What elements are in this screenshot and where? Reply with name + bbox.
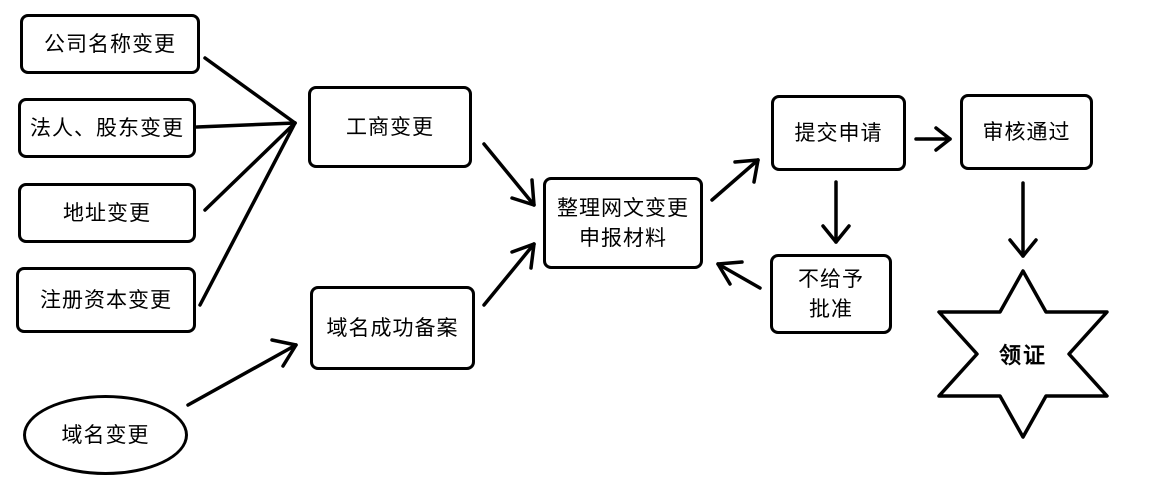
node-label: 域名变更 (61, 423, 150, 447)
node-label: 法人、股东变更 (30, 116, 184, 140)
node-receive-license: 领证 (933, 268, 1113, 440)
node-label: 审核通过 (982, 120, 1071, 144)
node-registered-capital-change: 注册资本变更 (16, 267, 196, 333)
arrowhead-rejected-materials (716, 260, 744, 286)
arrowhead-filing-materials (510, 242, 536, 270)
connector-name-to-business (203, 56, 297, 125)
node-label: 地址变更 (63, 201, 151, 225)
connector-capital-to-business (198, 121, 297, 307)
node-label: 注册资本变更 (40, 288, 172, 312)
arrow-domain-change-to-filing (186, 343, 298, 407)
arrow-rejected-to-materials (716, 262, 762, 290)
node-address-change: 地址变更 (18, 183, 196, 243)
node-domain-change: 域名变更 (23, 395, 188, 475)
node-label-line1: 不给予 (798, 267, 864, 291)
node-label-line1: 整理网文变更 (557, 196, 689, 220)
arrowhead-domain-filing (270, 338, 298, 368)
node-label: 域名成功备案 (326, 316, 459, 340)
node-label: 提交申请 (794, 121, 883, 145)
arrowhead-review-license (1008, 238, 1038, 258)
node-domain-filing: 域名成功备案 (310, 286, 475, 370)
arrow-filing-to-materials (482, 242, 536, 307)
node-submit-application: 提交申请 (771, 95, 906, 171)
node-legal-shareholder-change: 法人、股东变更 (18, 98, 196, 158)
node-label: 公司名称变更 (44, 32, 176, 56)
star-shape (937, 269, 1109, 439)
node-not-approved: 不给予 批准 (770, 254, 892, 334)
node-label: 工商变更 (346, 115, 434, 139)
node-company-name-change: 公司名称变更 (20, 14, 200, 74)
arrow-business-to-materials (482, 142, 536, 207)
connector-legal-to-business (195, 121, 297, 129)
arrow-materials-to-submit (710, 158, 760, 202)
node-review-passed: 审核通过 (960, 94, 1093, 170)
node-label-line2: 批准 (809, 297, 853, 321)
arrowhead-submit-rejected (821, 224, 851, 244)
star-label: 领证 (998, 344, 1047, 369)
node-label-line2: 申报材料 (579, 226, 667, 250)
connector-address-to-business (203, 121, 297, 212)
node-business-change: 工商变更 (308, 86, 472, 168)
arrowhead-business-materials (510, 178, 536, 207)
arrowhead-submit-review (934, 126, 952, 152)
node-organize-materials: 整理网文变更 申报材料 (543, 177, 703, 269)
arrowhead-materials-submit (733, 158, 760, 184)
